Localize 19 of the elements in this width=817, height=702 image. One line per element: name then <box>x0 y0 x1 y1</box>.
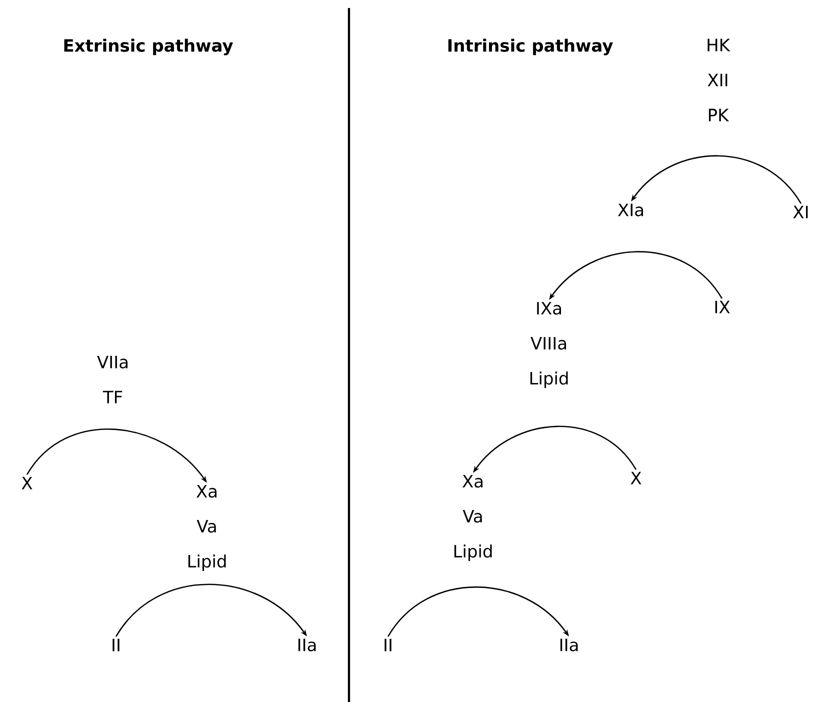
factor-stack: Xa Va Lipid <box>454 475 492 561</box>
factor-stack: HK XII PK <box>708 38 730 122</box>
arrow <box>631 155 802 204</box>
factor-label: XIa <box>618 204 643 216</box>
factor-label: X <box>630 472 642 484</box>
factor-label: X <box>22 476 32 490</box>
pathway-heading: Extrinsic pathway <box>64 38 233 56</box>
factor-label: XI <box>793 206 808 218</box>
factor-label: IX <box>715 300 730 314</box>
factor-stack: VIIa TF <box>97 356 128 404</box>
factor-stack: Xa Va Lipid <box>188 485 226 571</box>
factor-stack: IXa VIIIa Lipid <box>530 302 568 388</box>
factor-label: II <box>384 638 392 652</box>
arrow <box>387 586 569 637</box>
factor-label: II <box>112 638 120 652</box>
factor-label: IIa <box>560 638 578 652</box>
factor-label: IIa <box>298 638 316 652</box>
pathway-heading: Intrinsic pathway <box>448 38 613 56</box>
arrow <box>115 584 307 637</box>
